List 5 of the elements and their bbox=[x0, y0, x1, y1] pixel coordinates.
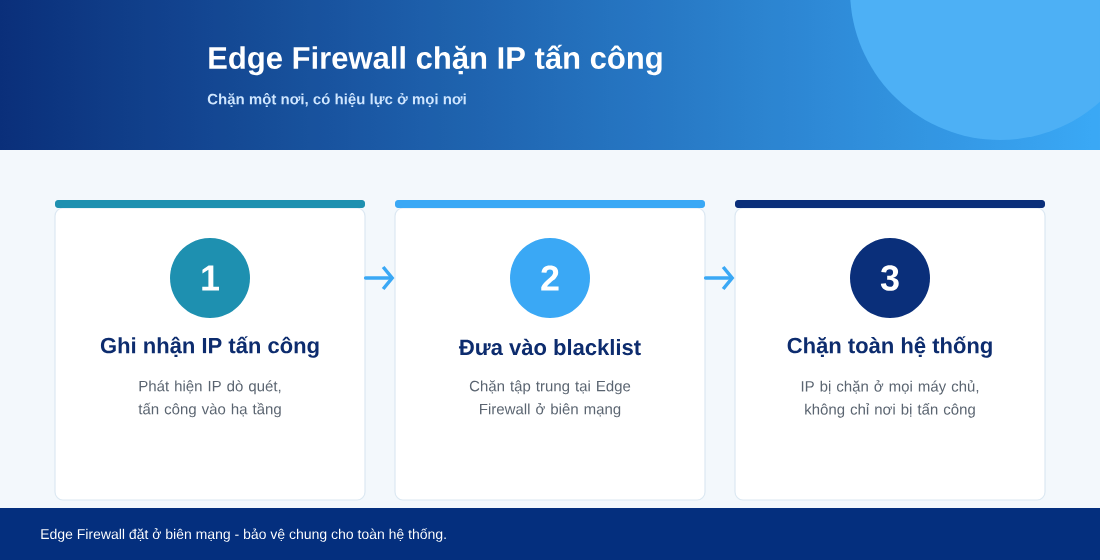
title: Edge Firewall chặn IP tấn công bbox=[209, 44, 662, 76]
chevron-arrow bbox=[703, 265, 735, 291]
chevron-arrow bbox=[363, 265, 395, 291]
footer-note: Edge Firewall đặt ở biên mạng - bảo vệ chung cho toàn hệ thống. bbox=[41, 528, 446, 542]
subtitle: Chặn một nơi, có hiệu lực ở mọi nơi bbox=[207, 93, 466, 107]
